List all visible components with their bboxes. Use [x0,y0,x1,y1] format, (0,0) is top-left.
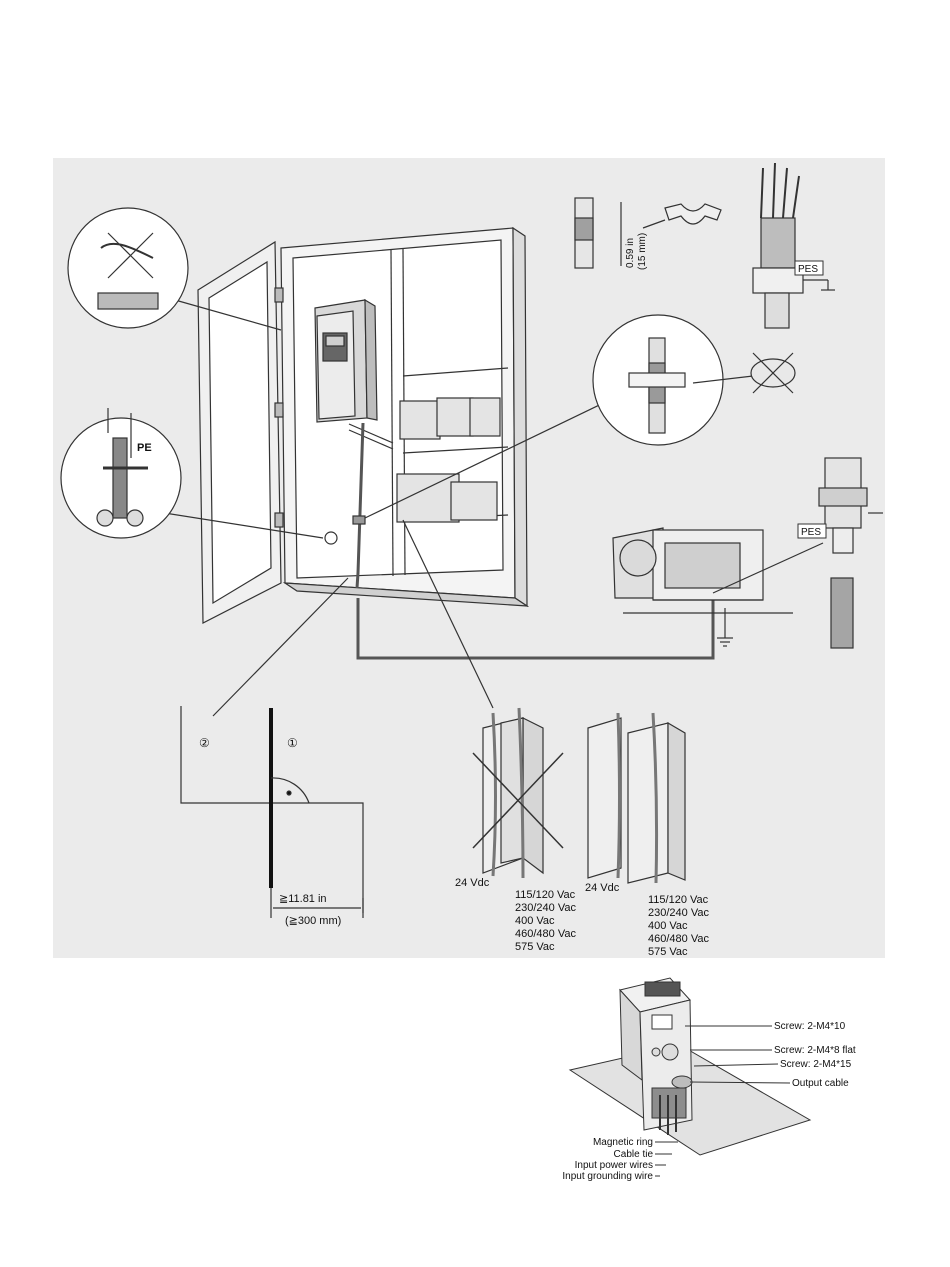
tray-correct-voltage-2: 230/240 Vac [648,907,709,919]
tray-correct-voltage-1: 115/120 Vac [648,894,709,906]
tray-correct-voltage-3: 400 Vac [648,920,688,932]
callout-screw-m4-15: Screw: 2-M4*15 [780,1059,852,1070]
callout-magnetic-ring: Magnetic ring [593,1137,653,1148]
callout-output-cable: Output cable [792,1078,849,1089]
motor [613,528,793,646]
cable-tray-correct [588,713,685,883]
emc-installation-figure: PE 0.59 in (15 mm) PES PES ② ① ≧11.81 in… [53,158,885,958]
cable-gland [819,458,883,648]
tray-correct-low-voltage: 24 Vdc [585,882,620,894]
pes-label-top: PES [798,264,818,275]
tray-wrong-voltage-4: 460/480 Vac [515,928,576,940]
callout-circle-shield-clamp [68,208,188,328]
tray-wrong-voltage-2: 230/240 Vac [515,902,576,914]
callout-input-grounding-wire: Input grounding wire [562,1171,653,1182]
cable-tray-wrong [473,708,563,878]
marker-1: ① [287,736,298,750]
tray-correct-voltage-4: 460/480 Vac [648,933,709,945]
drive-mounting-drawing: Screw: 2-M4*10 Screw: 2-M4*8 flat Screw:… [560,970,890,1190]
callout-input-power-wires: Input power wires [575,1160,653,1171]
emc-installation-drawing: PE 0.59 in (15 mm) PES PES ② ① ≧11.81 in… [53,158,885,958]
drive-mounting-figure: Screw: 2-M4*10 Screw: 2-M4*8 flat Screw:… [560,970,890,1190]
callout-cable-tie: Cable tie [614,1149,654,1160]
tray-wrong-low-voltage: 24 Vdc [455,877,490,889]
clamp-dimension-in: 0.59 in [625,238,636,268]
tray-correct-voltage-5: 575 Vac [648,946,688,958]
separation-distance-mm: (≧300 mm) [285,915,341,927]
pe-label: PE [137,442,152,454]
callout-screw-m4-10: Screw: 2-M4*10 [774,1021,846,1032]
separation-distance-in: ≧11.81 in [279,893,327,905]
drive-body [620,978,692,1135]
tray-wrong-voltage-5: 575 Vac [515,941,555,953]
tray-wrong-voltage-3: 400 Vac [515,915,555,927]
tray-wrong-voltage-1: 115/120 Vac [515,889,576,901]
pes-label-gland: PES [801,527,821,538]
callout-screw-m4-8-flat: Screw: 2-M4*8 flat [774,1045,856,1056]
marker-2: ② [199,736,210,750]
clamp-dimension-mm: (15 mm) [637,233,648,270]
